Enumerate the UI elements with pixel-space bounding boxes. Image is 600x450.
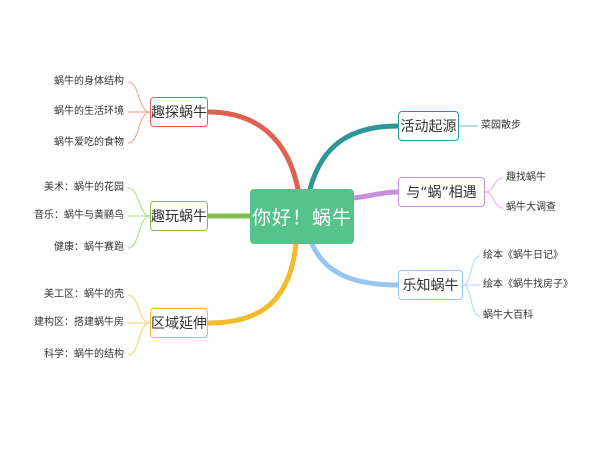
leaf-qutan-1[interactable]: 蜗牛的身体结构 — [54, 76, 124, 87]
branch-line-quyu — [205, 241, 299, 326]
leaf-qutan-3[interactable]: 蜗牛爱吃的食物 — [54, 137, 124, 148]
leaf-quwan-3[interactable]: 健康：蜗牛赛跑 — [54, 242, 124, 253]
leaf-quwan-2[interactable]: 音乐：蜗牛与黄鹂鸟 — [34, 210, 124, 221]
branch-node-quwan[interactable]: 趣玩蜗牛 — [150, 201, 208, 231]
branch-node-huodong[interactable]: 活动起源 — [398, 111, 459, 141]
leaf-quwan-1[interactable]: 美术：蜗牛的花园 — [44, 182, 124, 193]
branch-line-lezhi — [309, 241, 401, 288]
leaf-quyu-3[interactable]: 科学：蜗牛的结构 — [44, 349, 124, 360]
branch-node-xiangyu[interactable]: 与“蜗”相遇 — [398, 177, 485, 207]
leaf-xiangyu-2[interactable]: 蜗牛大调查 — [506, 202, 556, 213]
leaf-lezhi-2[interactable]: 绘本《蜗牛找房子》 — [483, 279, 573, 290]
branch-node-quyu[interactable]: 区域延伸 — [150, 308, 208, 338]
leaf-quyu-1[interactable]: 美工区：蜗牛的壳 — [44, 289, 124, 300]
center-topic[interactable]: 你好！蜗牛 — [250, 189, 354, 244]
leaf-huodong-1[interactable]: 菜园散步 — [481, 120, 521, 131]
leaf-connectors-xiangyu — [484, 177, 504, 209]
leaf-lezhi-1[interactable]: 绘本《蜗牛日记》 — [483, 250, 563, 261]
branch-line-qutan — [205, 109, 301, 192]
branch-node-qutan[interactable]: 趣探蜗牛 — [150, 97, 208, 127]
leaf-connectors-quwan — [127, 187, 151, 249]
branch-line-huodong — [307, 123, 401, 192]
leaf-xiangyu-1[interactable]: 趣找蜗牛 — [506, 172, 546, 183]
leaf-connectors-lezhi — [462, 255, 481, 317]
leaf-connectors-quyu — [127, 294, 151, 356]
leaf-qutan-2[interactable]: 蜗牛的生活环境 — [54, 106, 124, 117]
leaf-lezhi-3[interactable]: 蜗牛大百科 — [483, 310, 533, 321]
leaf-connectors-qutan — [127, 81, 151, 144]
branch-line-xiangyu — [351, 189, 401, 201]
leaf-quyu-2[interactable]: 建构区：搭建蜗牛房 — [34, 317, 124, 328]
branch-node-lezhi[interactable]: 乐知蜗牛 — [398, 270, 463, 300]
